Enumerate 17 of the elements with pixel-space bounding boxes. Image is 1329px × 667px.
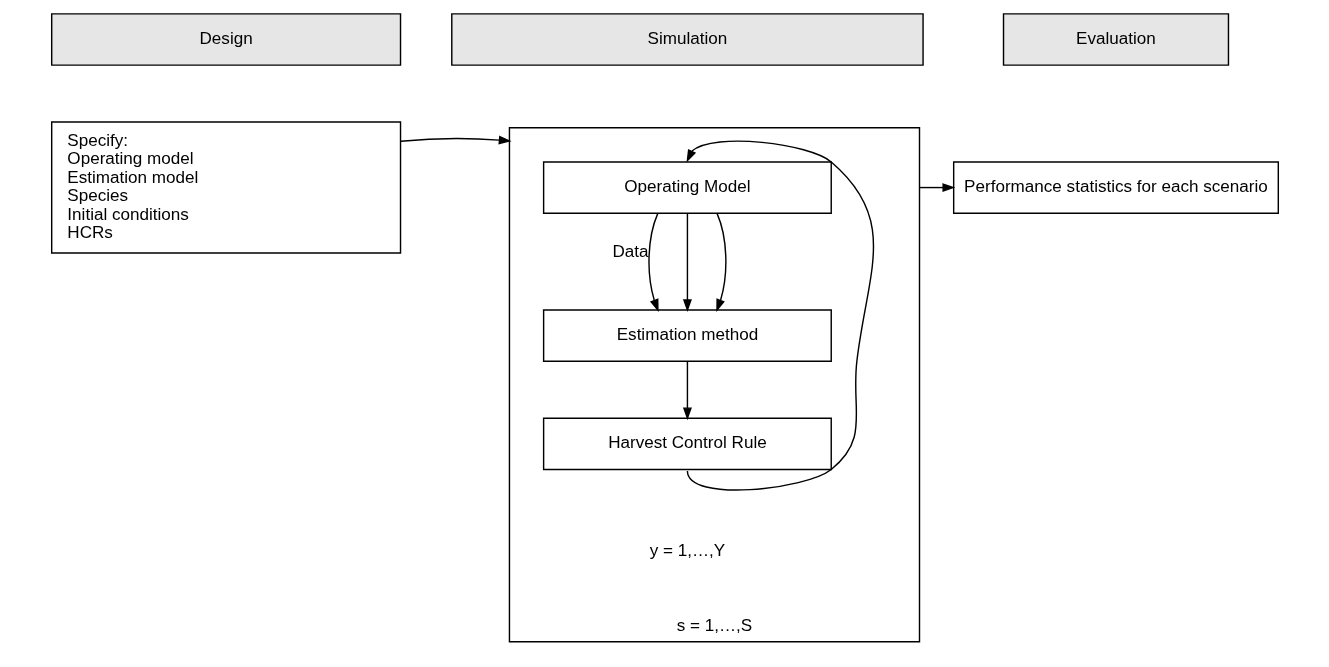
node-box: Specify: Operating model Estimation model Species Initial conditions HCRs [50,121,401,254]
arrow [918,183,955,193]
node-box: Simulation [450,13,924,66]
node-box: Design [50,13,401,66]
node-box: Harvest Control Rule [542,417,832,471]
arrow [686,140,874,491]
arrow [647,212,659,312]
arrow [399,135,512,145]
node-box: Operating Model [542,161,832,214]
node-box: Estimation method [542,309,832,362]
arrow [715,212,727,312]
arrow [682,360,692,421]
label: y = 1,…,Y [649,541,725,561]
node-box: Performance statistics for each scenario [952,161,1279,214]
edge-label: Data [611,242,649,262]
arrow [682,212,692,313]
node-box: Evaluation [1002,13,1229,66]
